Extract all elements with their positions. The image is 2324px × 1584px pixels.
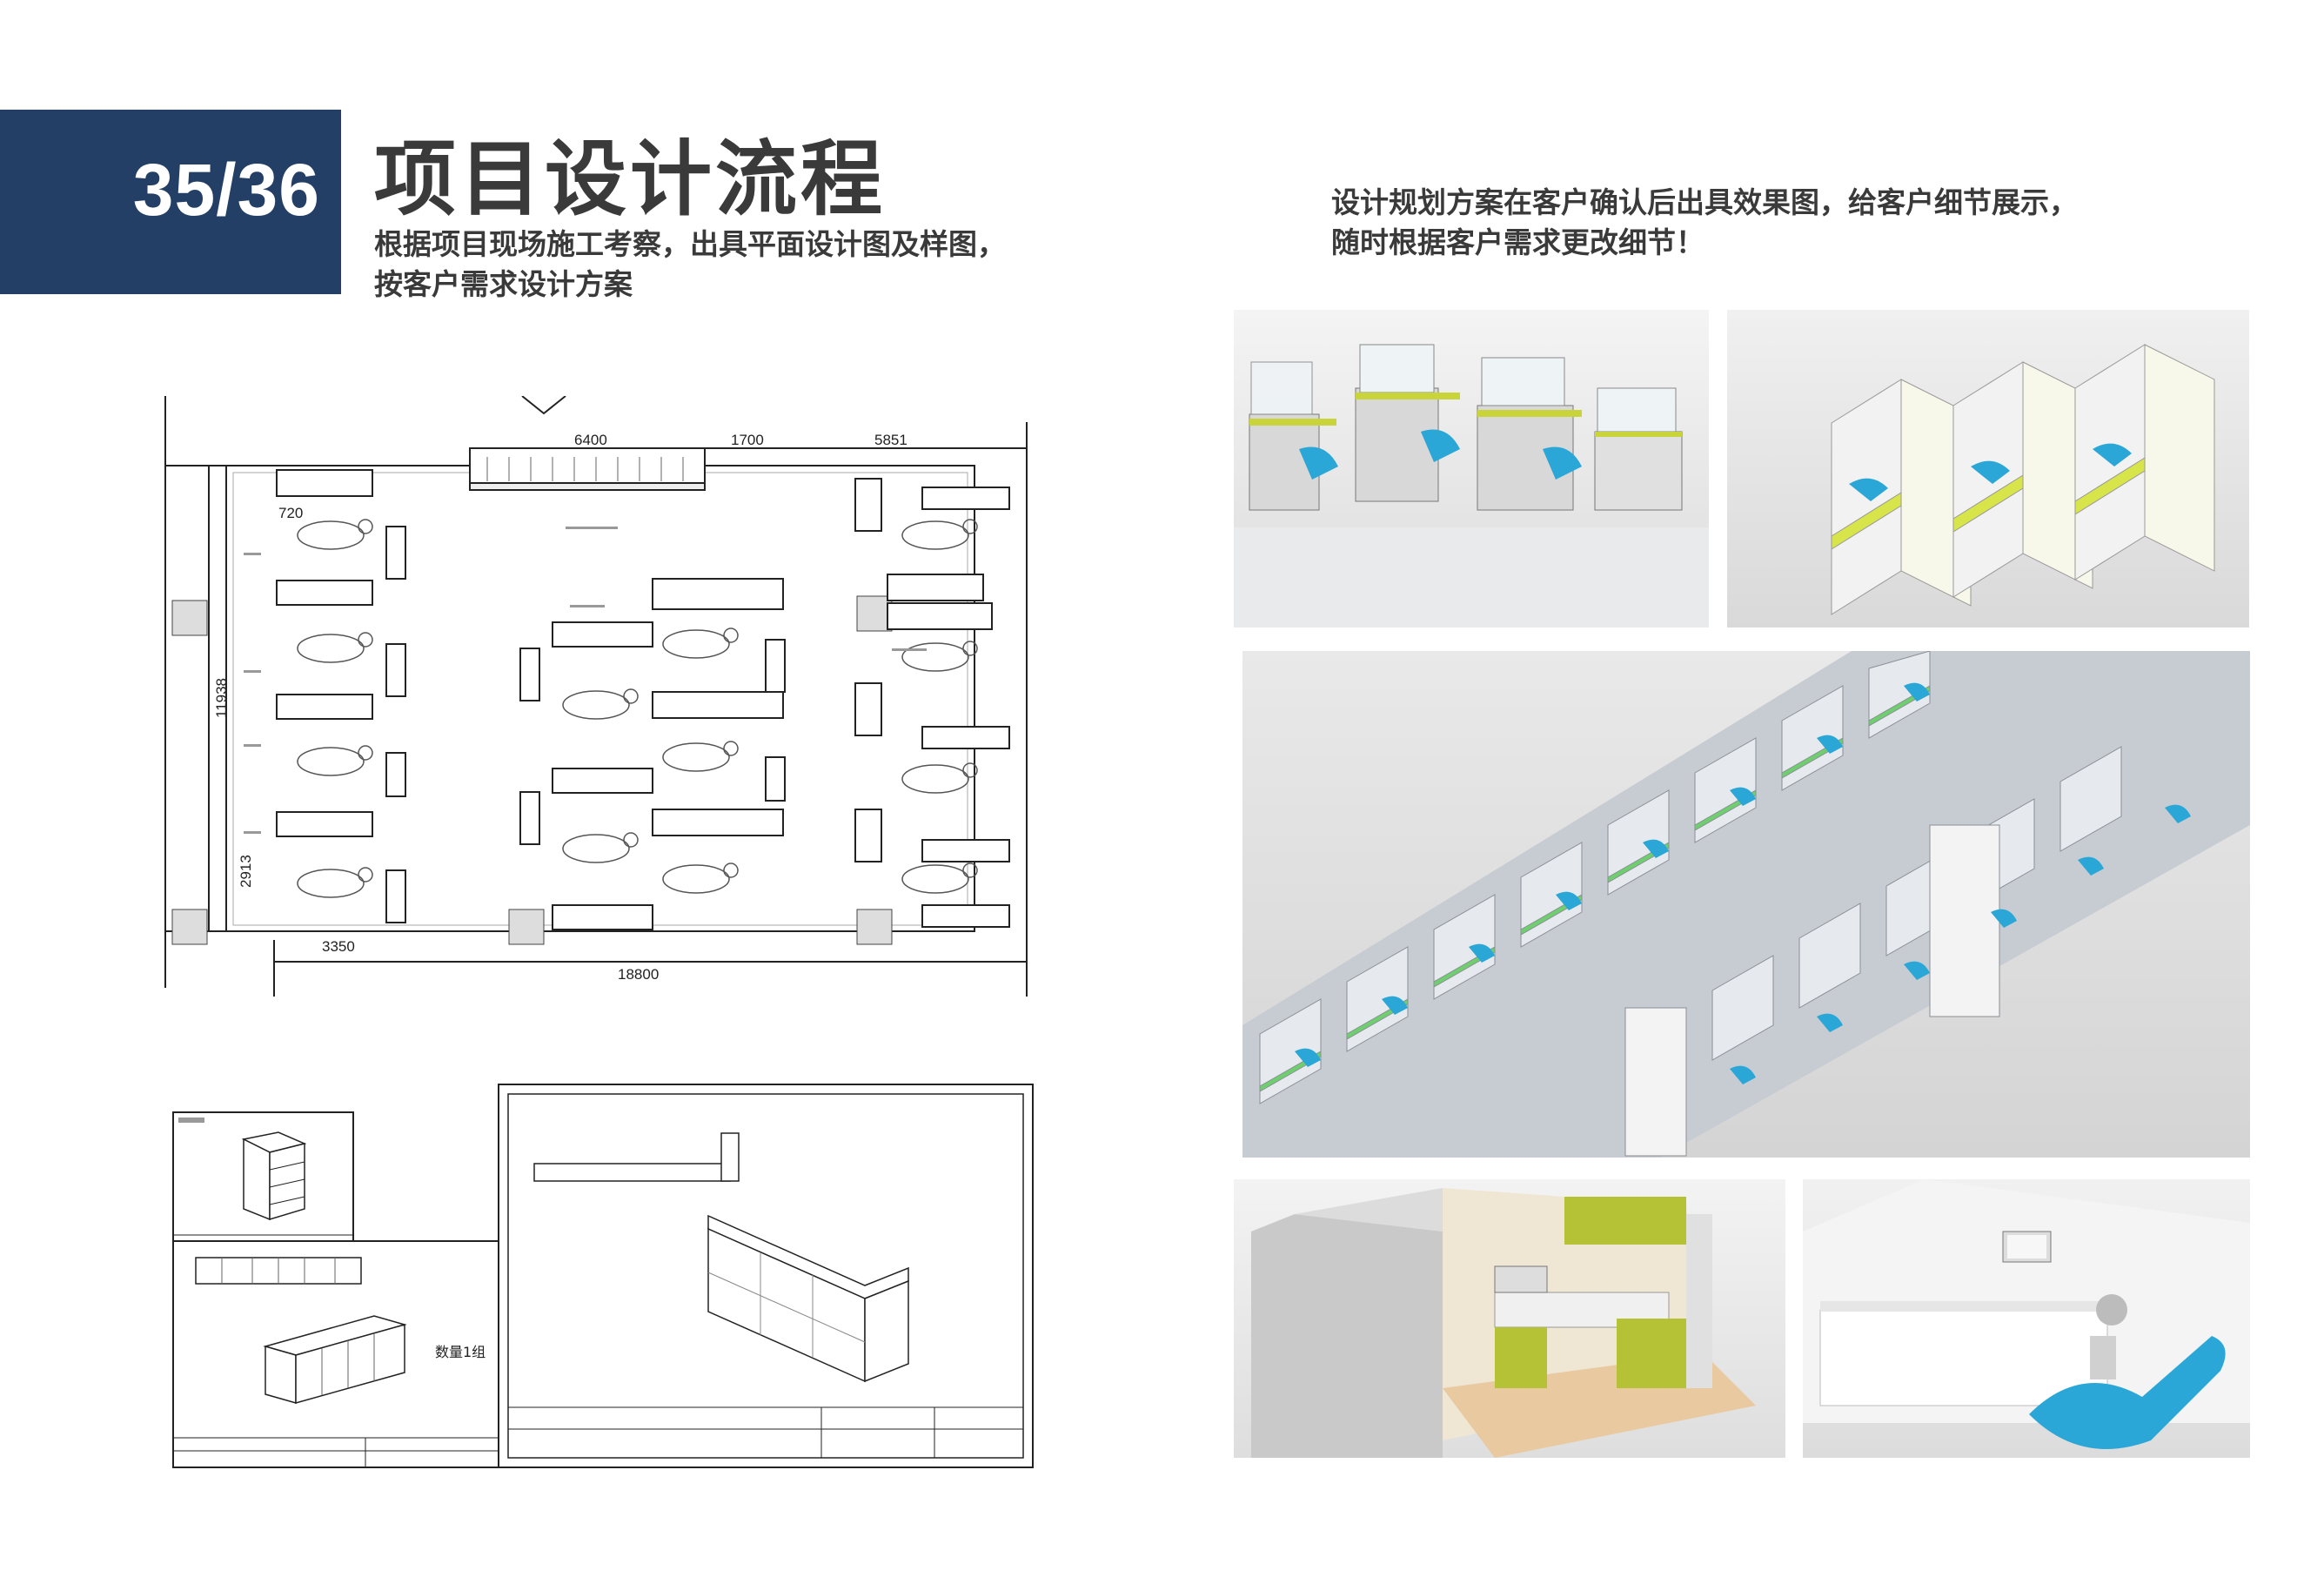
dim-height-main: 11938 — [213, 678, 230, 718]
right-description-line-2: 随时根据客户需求更改细节！ — [1331, 225, 1704, 259]
right-description: 设计规划方案在客户确认后出具效果图，给客户细节展示， 随时根据客户需求更改细节！ — [1331, 183, 2078, 263]
dim-total-width: 18800 — [618, 966, 659, 983]
left-description: 根据项目现场施工考察，出具平面设计图及样图， 按客户需求设计方案 — [374, 225, 1006, 305]
floor-plan-drawing: 6400 1700 5851 720 11938 2913 3350 18800 — [157, 396, 1053, 1005]
cart-drawing — [172, 1111, 354, 1245]
render-clinic-aerial — [1242, 651, 2250, 1158]
dim-bottom-left: 3350 — [322, 938, 355, 955]
dim-height-small: 2913 — [238, 855, 254, 888]
dim-top-right: 5851 — [874, 432, 907, 448]
right-description-line-1: 设计规划方案在客户确认后出具效果图，给客户细节展示， — [1331, 185, 2078, 219]
dim-top-mid: 1700 — [731, 432, 764, 448]
left-description-line-2: 按客户需求设计方案 — [374, 267, 633, 301]
dim-left-small: 720 — [278, 505, 303, 521]
render-chair-closeup — [1803, 1179, 2250, 1458]
render-partition-units — [1727, 310, 2249, 628]
page-title: 项目设计流程 — [374, 132, 887, 227]
counter-drawing — [498, 1084, 1034, 1468]
page-number: 35/36 — [132, 149, 320, 231]
render-three-units — [1234, 310, 1709, 628]
quantity-label: 数量1组 — [435, 1344, 486, 1360]
page-number-badge: 35/36 — [0, 110, 341, 294]
render-room-cutaway — [1234, 1179, 1785, 1458]
dim-top-left: 6400 — [574, 432, 607, 448]
cabinet-drawing: 数量1组 — [172, 1240, 499, 1468]
left-description-line-1: 根据项目现场施工考察，出具平面设计图及样图， — [374, 227, 1006, 261]
